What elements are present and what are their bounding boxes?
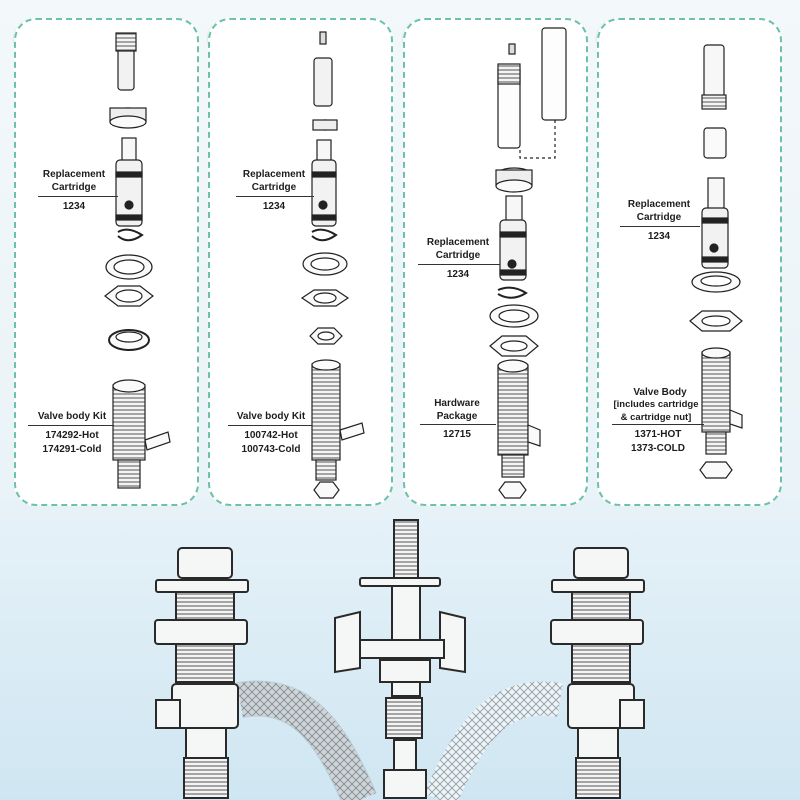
valve-kit-hot: 174292-Hot	[45, 430, 99, 441]
hardware-package-code: 12715	[443, 429, 471, 440]
cartridge-code: 1234	[262, 201, 286, 212]
cartridge-label: Replacement Cartridge	[627, 199, 691, 223]
divider	[418, 264, 500, 265]
divider	[236, 196, 314, 197]
cartridge-label: Replacement Cartridge	[426, 237, 490, 261]
divider	[28, 425, 114, 426]
cartridge-code: 1234	[446, 269, 470, 280]
valve-kit-cold: 174291-Cold	[42, 444, 102, 455]
divider	[420, 424, 496, 425]
panel-correct-1	[208, 18, 393, 506]
valve-kit-hot: 100742-Hot	[244, 430, 298, 441]
divider	[38, 196, 118, 197]
hardware-package-label: Hardware Package	[434, 398, 480, 422]
valve-body-cold: 1373-COLD	[631, 443, 685, 454]
valve-kit-label: Valve body Kit	[37, 411, 107, 422]
valve-body-label: Valve Body	[633, 387, 687, 398]
valve-kit-cold: 100743-Cold	[241, 444, 301, 455]
cartridge-code: 1234	[647, 231, 671, 242]
cartridge-label: Replacement Cartridge	[242, 169, 306, 193]
divider	[612, 424, 704, 425]
divider	[620, 226, 700, 227]
cartridge-code: 1234	[62, 201, 86, 212]
cartridge-label: Replacement Cartridge	[42, 169, 106, 193]
valve-kit-label: Valve body Kit	[236, 411, 306, 422]
divider	[228, 425, 312, 426]
panel-incorrect	[14, 18, 199, 506]
valve-body-note: [includes cartridge & cartridge nut]	[613, 399, 699, 423]
valve-body-hot: 1371-HOT	[634, 429, 682, 440]
